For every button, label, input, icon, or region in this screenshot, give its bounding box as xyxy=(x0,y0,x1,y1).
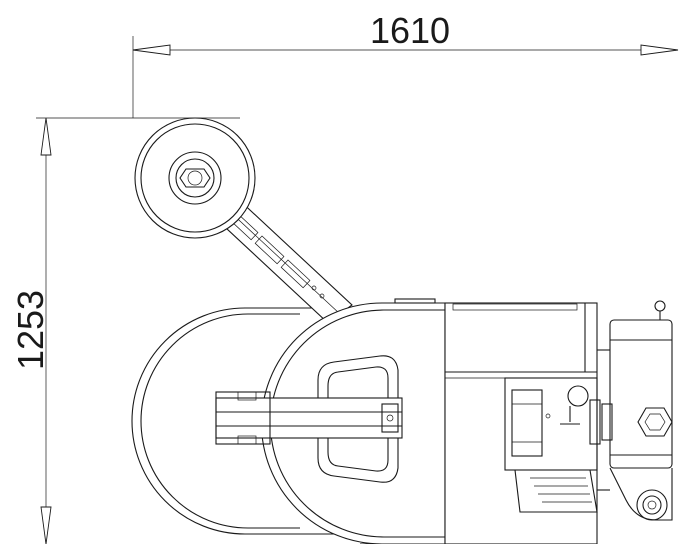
width-arrow-right xyxy=(640,44,679,56)
front-wheel-outer xyxy=(134,117,256,239)
rear-body-inner-edge xyxy=(140,313,300,529)
height-dimension: 1253 xyxy=(10,117,240,544)
right-attachment xyxy=(597,300,673,521)
front-wheel xyxy=(134,117,256,239)
height-arrow-bottom xyxy=(40,506,52,544)
drive-unit xyxy=(504,377,601,513)
width-dimension-label: 1610 xyxy=(370,10,450,51)
drive-knob xyxy=(567,385,589,407)
width-dimension: 1610 xyxy=(132,10,679,118)
width-arrow-left xyxy=(132,44,171,56)
lift-eye xyxy=(654,300,666,312)
height-dimension-label: 1253 xyxy=(10,290,51,370)
rear-wheel xyxy=(636,489,668,521)
height-arrow-top xyxy=(40,117,52,156)
tiller-boom xyxy=(215,391,403,445)
hex-cap xyxy=(637,407,673,437)
